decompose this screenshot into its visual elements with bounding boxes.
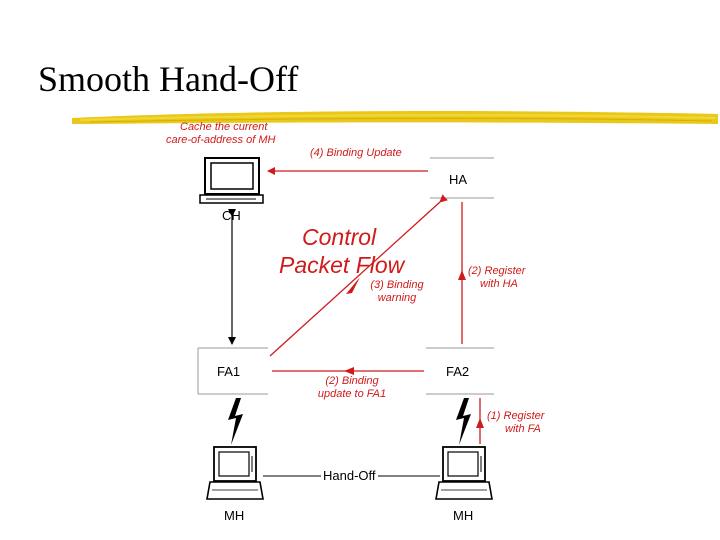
fa1-label: FA1 — [217, 364, 241, 379]
binding-update-fa1-midarrow — [344, 367, 354, 375]
binding-update-fa1-label-line1: (2) Binding — [325, 375, 379, 387]
mh-left-laptop-icon — [206, 446, 264, 500]
control-flow-title-line2: Packet Flow — [279, 252, 405, 278]
binding-warning-arrow — [269, 194, 448, 357]
binding-warning-label-line2: warning — [377, 292, 417, 304]
fa2-node-box — [426, 347, 494, 395]
register-fa-label-line1: (1) Register — [487, 410, 545, 422]
ch-computer-icon — [199, 157, 264, 204]
slide-title: Smooth Hand-Off — [38, 59, 299, 99]
mh-right-label: MH — [453, 508, 474, 523]
fa2-label: FA2 — [446, 364, 470, 379]
title-underline — [72, 111, 718, 124]
mh-left-label: MH — [224, 508, 245, 523]
binding-update-label: (4) Binding Update — [310, 147, 402, 159]
control-flow-title-line1: Control — [302, 224, 377, 250]
binding-update-fa1-label-line2: update to FA1 — [317, 388, 387, 400]
register-ha-midarrow — [458, 270, 466, 280]
handoff-label: Hand-Off — [321, 468, 378, 483]
binding-warning-label-line1: (3) Binding — [370, 279, 424, 291]
cache-label-line2: care-of-address of MH — [166, 134, 276, 146]
cache-label-line1: Cache the current — [180, 121, 268, 133]
binding-warning-midarrow — [346, 277, 360, 294]
ch-label: CH — [222, 208, 241, 223]
fa1-node-box — [197, 347, 268, 395]
wireless-left-icon — [228, 398, 243, 445]
register-ha-label-line1: (2) Register — [468, 265, 526, 277]
register-ha-label-line2: with HA — [480, 278, 518, 290]
register-fa-label-line2: with FA — [505, 423, 541, 435]
ha-label: HA — [449, 172, 468, 187]
wireless-right-icon — [456, 398, 471, 445]
register-fa-midarrow — [476, 418, 484, 428]
mh-right-laptop-icon — [435, 446, 493, 500]
